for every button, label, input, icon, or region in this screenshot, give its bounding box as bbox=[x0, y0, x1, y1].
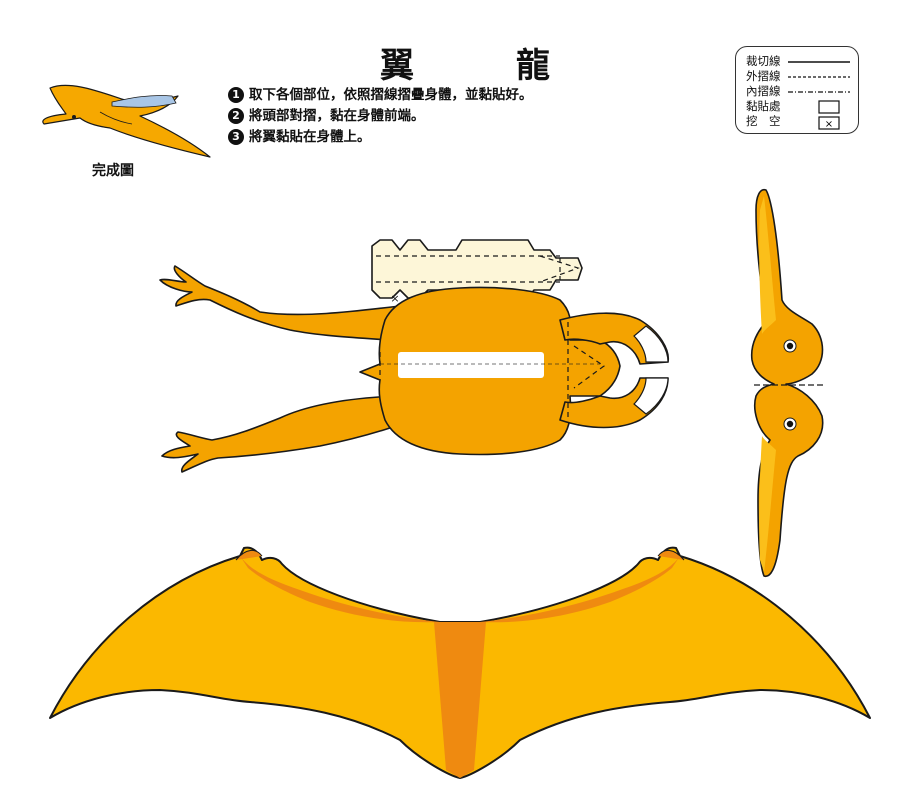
cut-out-icon: × bbox=[818, 116, 840, 130]
body-piece bbox=[159, 265, 669, 473]
step-number: 3 bbox=[228, 129, 244, 145]
instruction-step-1: 1 取下各個部位，依照摺線摺疊身體，並黏貼好。 bbox=[228, 85, 533, 106]
legend-label: 內摺線 bbox=[746, 84, 781, 98]
legend-mountain-fold: 外摺線 bbox=[746, 69, 858, 84]
legend-label: 外摺線 bbox=[746, 69, 781, 83]
head-piece bbox=[750, 188, 824, 578]
legend-valley-fold: 內摺線 bbox=[746, 84, 858, 99]
head-tab: × bbox=[371, 239, 583, 305]
preview-caption: 完成圖 bbox=[92, 163, 134, 179]
svg-text:×: × bbox=[390, 292, 399, 305]
instruction-step-3: 3 將翼黏貼在身體上。 bbox=[228, 127, 533, 148]
step-number: 1 bbox=[228, 87, 244, 103]
wing-piece bbox=[49, 546, 871, 779]
instruction-step-2: 2 將頭部對摺，黏在身體前端。 bbox=[228, 106, 533, 127]
legend-cut-out: 挖 空 × bbox=[746, 114, 858, 130]
page-title: 翼 龍 bbox=[380, 46, 584, 86]
instruction-text: 將頭部對摺，黏在身體前端。 bbox=[249, 108, 425, 124]
dash-dot-line-icon bbox=[788, 91, 850, 93]
instruction-text: 將翼黏貼在身體上。 bbox=[249, 129, 371, 145]
instruction-text: 取下各個部位，依照摺線摺疊身體，並黏貼好。 bbox=[249, 87, 533, 103]
dashed-line-icon bbox=[788, 76, 850, 78]
legend-label: 黏貼處 bbox=[746, 99, 781, 113]
legend-label: 挖 空 bbox=[746, 114, 781, 128]
glue-box-icon bbox=[818, 100, 840, 114]
solid-line-icon bbox=[788, 61, 850, 63]
svg-text:×: × bbox=[825, 119, 833, 130]
legend-glue-area: 黏貼處 bbox=[746, 99, 858, 114]
line-legend: 裁切線 外摺線 內摺線 黏貼處 挖 空 × bbox=[735, 46, 859, 134]
legend-cut-line: 裁切線 bbox=[746, 54, 858, 69]
step-number: 2 bbox=[228, 108, 244, 124]
legend-label: 裁切線 bbox=[746, 54, 781, 68]
pterosaur-preview-icon bbox=[42, 84, 211, 158]
